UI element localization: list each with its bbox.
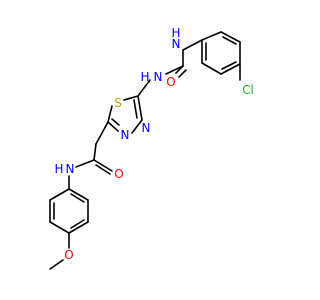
bond-ar1-b [220,31,241,43]
bond-td-d [107,105,113,123]
label-n-ring-a: N [142,121,151,135]
label-s: S [114,96,122,110]
bond-nh-top-ring [182,39,203,51]
bond-ch2-a [95,121,109,145]
label-o-methoxy: O [64,248,73,262]
bond-ar1-d [220,63,241,75]
label-n-amide: N [66,162,75,176]
bond-amide-o-1 [93,159,113,172]
molecule-structure: H N O N H Cl S N N O N H O [49,26,254,270]
label-n-ring-b: N [121,128,130,142]
bond-ch2-b [93,143,97,161]
label-h-amide: H [54,162,63,176]
bonds [49,31,241,270]
bond-td-c2 [111,118,120,126]
bond-ar2-a2 [70,193,85,203]
bond-ar2-c2 [70,219,85,229]
bond-td-b [131,119,143,134]
bond-ome-ch3 [49,259,64,270]
bond-amide-n [75,159,95,168]
bond-ar2-c [68,221,89,234]
bond-nh-mid-thiadiazole [137,79,151,97]
bond-ar1-d2 [221,61,237,70]
bond-ar2-a [68,188,89,201]
bond-td-a [137,95,143,121]
atom-labels: H N O N H Cl S N N O N H O [54,26,253,262]
label-n-mid: N [154,70,163,84]
bond-ar2-d [49,221,70,234]
bond-ar2-f [49,188,70,201]
bond-ar1-a [201,31,222,41]
label-o-urea: O [166,75,175,89]
bond-ar1-e [201,62,222,75]
label-n-top: N [172,37,181,51]
bond-amide-o-2 [95,164,111,175]
bond-ar1-b2 [222,36,237,45]
bond-td-e [123,95,139,101]
label-h-top: H [171,26,180,40]
bond-carbonyl-nh-mid [165,65,184,75]
label-cl: Cl [242,83,254,97]
label-o-amide: O [114,167,123,181]
bond-td-c [107,121,119,132]
bond-td-a2 [133,99,138,119]
bond-carbonyl-o-2 [178,69,187,78]
label-h-mid: H [140,70,149,84]
